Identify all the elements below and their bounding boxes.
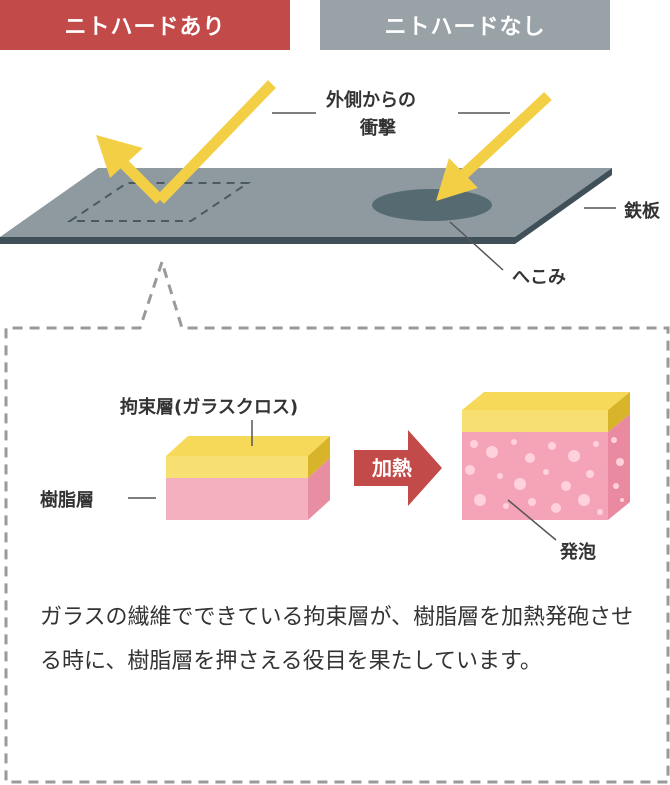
heating-arrow — [354, 430, 442, 506]
dent-label: へこみ — [512, 267, 566, 288]
impact-label-line1: 外側からの — [326, 90, 416, 111]
detail-callout-box — [4, 261, 670, 784]
heating-label: 加熱 — [372, 456, 412, 480]
foaming-label: 発泡 — [560, 542, 596, 563]
description-text: ガラスの繊維でできている拘束層が、樹脂層を加熱発砲させる時に、樹脂層を押さえる役… — [40, 605, 634, 674]
resin-layer-label: 樹脂層 — [40, 490, 94, 511]
impact-label-line2: 衝撃 — [360, 118, 396, 139]
steel-plate — [0, 168, 612, 244]
tab-with-nitohard[interactable]: ニトハードあり — [0, 0, 290, 50]
material-block-after — [462, 392, 630, 520]
material-block-before — [166, 436, 330, 520]
impact-area-dashed — [66, 182, 252, 222]
foam-leader — [507, 499, 557, 541]
constraint-layer-label: 拘束層(ガラスクロス) — [120, 397, 299, 418]
dent-leader — [449, 221, 504, 271]
steel-plate-label: 鉄板 — [624, 201, 660, 222]
dent-shape — [372, 189, 492, 221]
incoming-impact-arrow — [436, 91, 552, 201]
reflected-impact-arrow — [96, 80, 276, 204]
tab-without-nitohard[interactable]: ニトハードなし — [320, 0, 610, 50]
